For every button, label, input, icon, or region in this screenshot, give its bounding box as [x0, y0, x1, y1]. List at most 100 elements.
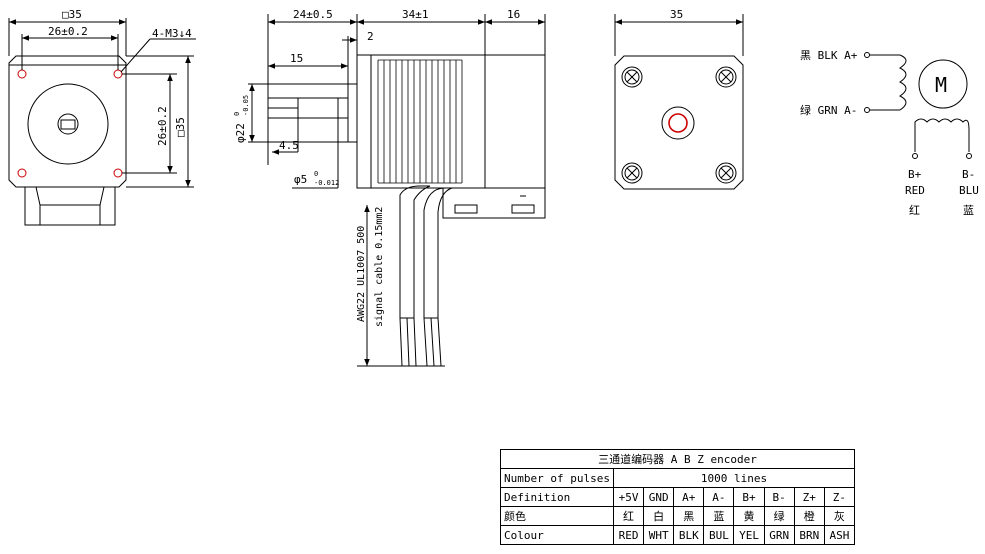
body-fins: [377, 59, 463, 184]
table-cell: WHT: [643, 525, 675, 545]
shaft-tolerance-upper: 0: [314, 170, 318, 178]
table-cell: 灰: [823, 506, 856, 526]
boss-tolerance-upper: 0: [233, 112, 241, 116]
table-cell: A-: [703, 487, 735, 507]
colour-label: Colour: [500, 525, 614, 545]
b-minus-label: B-: [962, 168, 975, 181]
table-cell: GRN: [763, 525, 795, 545]
screw-icon: [715, 162, 737, 184]
mounting-hole-icon: [113, 168, 123, 178]
table-cell: 黑: [673, 506, 705, 526]
rear-screws: [621, 66, 737, 184]
table-cell: B+: [733, 487, 765, 507]
boss-tolerance-lower: -0.05: [242, 95, 250, 116]
mounting-holes: [17, 69, 123, 178]
body-length-label: 34±1: [402, 8, 429, 21]
motor-symbol: M: [935, 73, 947, 97]
front-shaft-flat: [60, 119, 76, 130]
flange-length-label: 24±0.5: [293, 8, 333, 21]
motor-cable: [399, 185, 431, 319]
b-plus-color-cn: 红: [909, 204, 920, 217]
coil-a: [899, 54, 907, 111]
b-minus-color-cn: 蓝: [963, 204, 974, 217]
table-cell: Z-: [823, 487, 856, 507]
front-flange-outline: [8, 55, 127, 188]
b-plus-color-en: RED: [905, 184, 925, 197]
pulses-value: 1000 lines: [612, 468, 856, 488]
boss-diameter-annotation: φ22 0 -0.05: [233, 95, 250, 143]
table-cell: YEL: [733, 525, 765, 545]
table-row: Number of pulses 1000 lines: [500, 468, 856, 488]
table-row: Colour RED WHT BLK BUL YEL GRN BRN ASH: [500, 525, 856, 545]
boss: [347, 83, 358, 143]
wiring-diagram: [864, 52, 972, 159]
table-cell: 绿: [763, 506, 795, 526]
mounting-hole-icon: [113, 69, 123, 79]
a-plus-label: 黑 BLK A+: [800, 49, 858, 62]
table-cell: BRN: [793, 525, 825, 545]
table-cell: 蓝: [703, 506, 735, 526]
shaft-length-label: 15: [290, 52, 303, 65]
table-cell: BUL: [703, 525, 735, 545]
table-cell: BLK: [673, 525, 705, 545]
encoder-housing: [484, 54, 546, 189]
shaft-diameter-label: φ5: [294, 173, 307, 186]
a-minus-label: 绿 GRN A-: [800, 103, 857, 117]
front-connector-inner: [35, 186, 105, 206]
table-cell: ASH: [823, 525, 856, 545]
boss-diameter-label: φ22: [234, 123, 247, 143]
definition-label: Definition: [500, 487, 614, 507]
rear-width-label: 35: [670, 8, 683, 21]
encoder-connector: [442, 187, 546, 219]
front-view: [8, 18, 196, 226]
table-row: 颜色 红 白 黑 蓝 黄 绿 橙 灰: [500, 506, 856, 526]
terminal-b-minus: [966, 153, 972, 159]
screw-icon: [621, 66, 643, 88]
front-boss-circle: [27, 83, 109, 165]
screw-icon: [621, 162, 643, 184]
terminal-a-plus: [864, 52, 870, 58]
table-cell: RED: [612, 525, 645, 545]
table-row: Definition +5V GND A+ A- B+ B- Z+ Z-: [500, 487, 856, 507]
motor-circle: [918, 59, 968, 109]
table-cell: 黄: [733, 506, 765, 526]
shaft-tolerance-lower: -0.012: [314, 179, 339, 187]
front-hole-spacing-label: 26±0.2: [48, 25, 88, 38]
screw-icon: [715, 66, 737, 88]
table-cell: B-: [763, 487, 795, 507]
terminal-b-plus: [912, 153, 918, 159]
front-height-label: □35: [174, 117, 187, 137]
rear-shaft-ring: [661, 106, 695, 140]
front-shaft-circle: [57, 113, 79, 135]
front-width-label: □35: [62, 8, 82, 21]
table-title: 三通道编码器 A B Z encoder: [500, 449, 855, 469]
table-row: 三通道编码器 A B Z encoder: [500, 449, 855, 469]
table-cell: 白: [643, 506, 675, 526]
boss-thickness-label: 2: [367, 30, 374, 43]
table-cell: Z+: [793, 487, 825, 507]
table-cell: 红: [612, 506, 645, 526]
coil-b: [914, 118, 970, 152]
flange: [356, 54, 372, 189]
signal-cable-label: signal cable 0.15mm2: [374, 207, 385, 327]
b-minus-color-en: BLU: [959, 184, 979, 197]
encoder-length-label: 16: [507, 8, 520, 21]
mounting-hole-icon: [17, 69, 27, 79]
pulses-label: Number of pulses: [500, 468, 614, 488]
rear-outline: [614, 55, 744, 190]
motor-body: [370, 54, 486, 189]
table-cell: 橙: [793, 506, 825, 526]
color-cn-label: 颜色: [500, 506, 614, 526]
table-cell: +5V: [612, 487, 645, 507]
hole-callout-label: 4-M3↓4: [152, 27, 192, 40]
flat-length-label: 4.5: [279, 139, 299, 152]
mounting-hole-icon: [17, 168, 27, 178]
terminal-a-minus: [864, 107, 870, 113]
front-vhole-label: 26±0.2: [156, 106, 169, 146]
side-view: [248, 14, 546, 367]
signal-cable: [423, 187, 453, 319]
b-plus-label: B+: [908, 168, 922, 181]
encoder-table: 三通道编码器 A B Z encoder Number of pulses 10…: [500, 449, 856, 545]
rear-center-mark: [668, 113, 688, 133]
